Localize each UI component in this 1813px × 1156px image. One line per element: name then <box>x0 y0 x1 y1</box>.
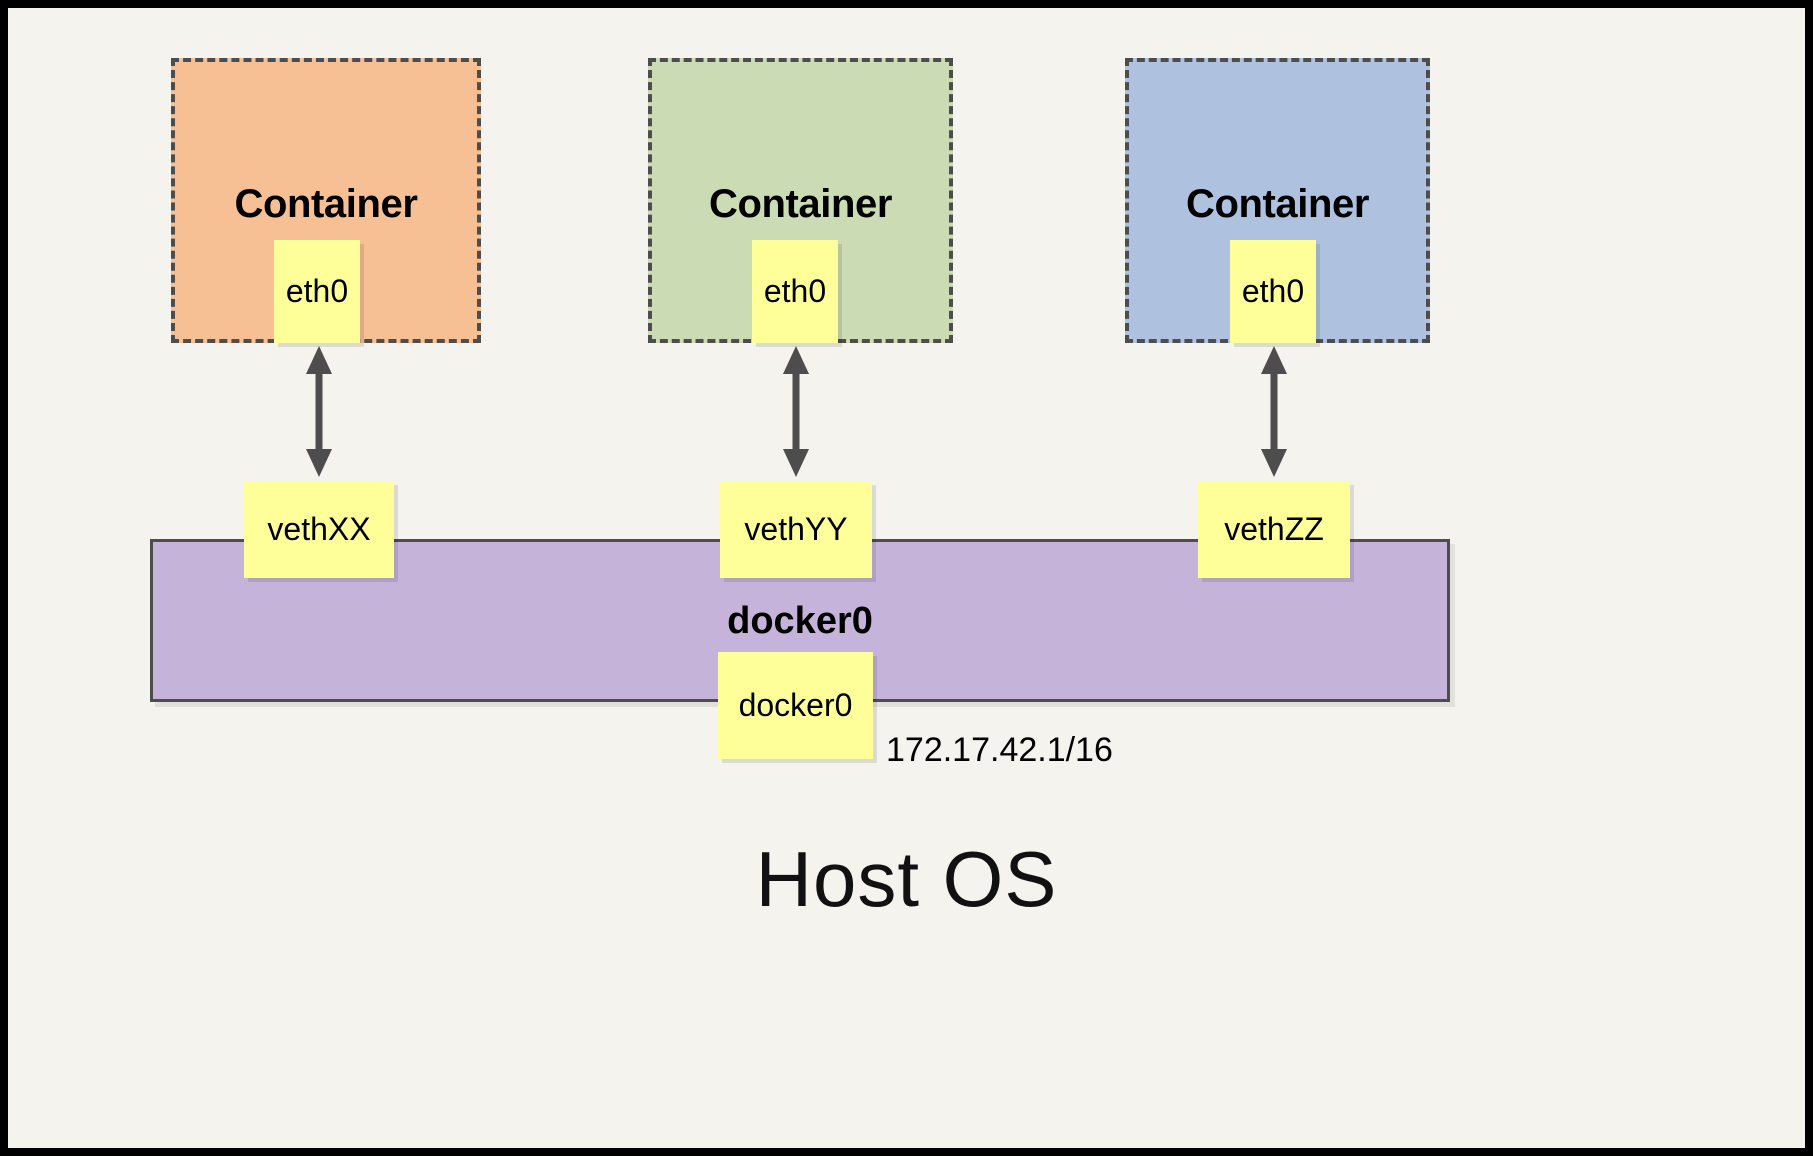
docker0-ip-address: 172.17.42.1/16 <box>886 731 1113 769</box>
container-title-3: Container <box>1185 182 1370 226</box>
container-eth0-label-2: eth0 <box>763 273 827 309</box>
veth-label-1: vethXX <box>267 511 371 547</box>
veth-chip-1: vethXX <box>244 481 394 578</box>
veth-chip-3: vethZZ <box>1198 481 1350 578</box>
container-eth0-label-3: eth0 <box>1241 273 1305 309</box>
container-eth0-chip-3: eth0 <box>1230 240 1316 343</box>
docker0-interface-chip: docker0 <box>718 652 873 759</box>
veth-arrow-1 <box>306 346 332 477</box>
docker0-bridge-label: docker0 <box>727 600 873 642</box>
container-eth0-chip-2: eth0 <box>752 240 838 343</box>
veth-arrow-3 <box>1261 346 1287 477</box>
container-eth0-label-1: eth0 <box>285 273 349 309</box>
container-title-2: Container <box>708 182 893 226</box>
docker0-interface-label: docker0 <box>738 687 853 723</box>
veth-chip-2: vethYY <box>720 481 872 578</box>
container-title-1: Container <box>234 182 418 226</box>
container-eth0-chip-1: eth0 <box>274 240 360 343</box>
host-os-title: Host OS <box>755 835 1058 923</box>
veth-arrow-2 <box>783 346 809 477</box>
veth-label-2: vethYY <box>744 511 848 547</box>
veth-label-3: vethZZ <box>1224 511 1324 547</box>
